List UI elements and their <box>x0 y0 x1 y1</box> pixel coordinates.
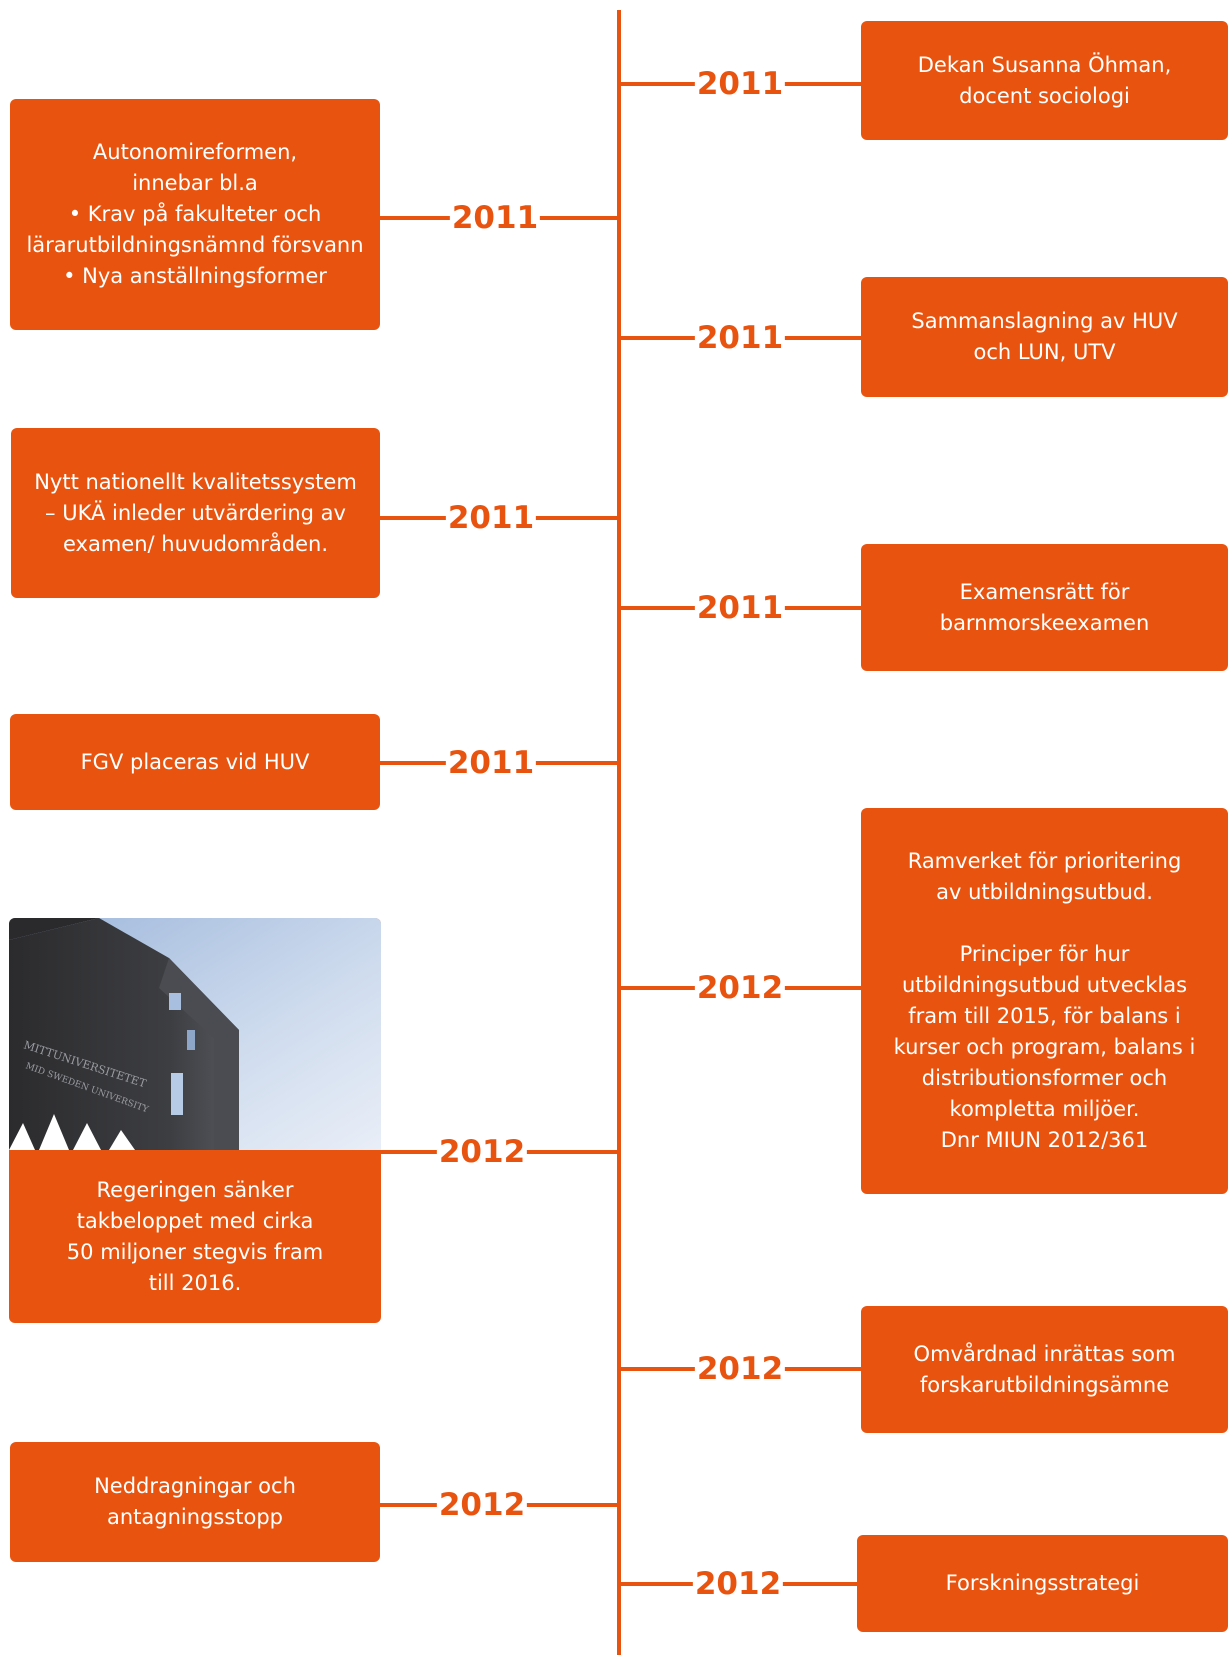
year-label: 2011 <box>694 66 786 102</box>
event-card-midwifery: Examensrätt för barnmorskeexamen <box>861 544 1228 671</box>
year-label: 2012 <box>692 1566 784 1602</box>
year-label: 2011 <box>694 590 786 626</box>
event-card-budget-cut: MITTUNIVERSITETET MID SWEDEN UNIVERSITY … <box>9 918 381 1323</box>
year-label: 2011 <box>694 320 786 356</box>
event-text: Omvårdnad inrättas som <box>913 1341 1176 1366</box>
event-text: och LUN, UTV <box>973 340 1116 364</box>
event-text: utbildningsutbud utvecklas <box>901 973 1188 997</box>
year-label: 2012 <box>694 1351 786 1387</box>
building-illustration: MITTUNIVERSITETET MID SWEDEN UNIVERSITY <box>9 918 381 1150</box>
event-text: Examensrätt för <box>959 579 1130 604</box>
event-text: lärarutbildningsnämnd försvann <box>26 233 364 257</box>
event-text: • Krav på fakulteter och <box>68 202 322 226</box>
event-text: antagningsstopp <box>106 1505 284 1529</box>
event-text: FGV placeras vid HUV <box>80 749 310 774</box>
event-text: Dnr MIUN 2012/361 <box>940 1128 1149 1152</box>
event-text: – UKÄ inleder utvärdering av <box>45 500 346 525</box>
event-card-research-strategy: Forskningsstrategi <box>857 1535 1228 1632</box>
event-text: innebar bl.a <box>132 171 258 195</box>
event-text-block: Regeringen sänker takbeloppet med cirka … <box>9 1150 381 1323</box>
event-text: distributionsformer och <box>921 1066 1168 1090</box>
event-text: docent sociologi <box>959 83 1130 108</box>
year-label: 2011 <box>449 200 541 236</box>
year-label: 2011 <box>445 500 537 536</box>
event-text: Forskningsstrategi <box>945 1571 1140 1595</box>
event-text: takbeloppet med cirka <box>76 1208 314 1233</box>
event-card-quality-system: Nytt nationellt kvalitetssystem – UKÄ in… <box>11 428 380 598</box>
year-label: 2012 <box>436 1487 528 1523</box>
event-text: Regeringen sänker <box>96 1177 294 1202</box>
event-text: till 2016. <box>148 1270 242 1295</box>
event-text: Neddragningar och <box>94 1474 296 1498</box>
event-text: av utbildningsutbud. <box>936 880 1153 904</box>
event-text: Autonomireformen, <box>92 140 298 164</box>
event-text: Principer för hur <box>959 942 1130 966</box>
event-card-autonomy-reform: Autonomireformen, innebar bl.a • Krav på… <box>10 99 380 330</box>
year-label: 2011 <box>445 745 537 781</box>
event-text: • Nya anställningsformer <box>63 264 327 288</box>
timeline-spine <box>617 10 621 1655</box>
event-text: kompletta miljöer. <box>949 1097 1140 1121</box>
year-label: 2012 <box>694 970 786 1006</box>
building-photo: MITTUNIVERSITETET MID SWEDEN UNIVERSITY <box>9 918 381 1150</box>
event-text: Dekan Susanna Öhman, <box>917 52 1172 77</box>
event-card-cutbacks: Neddragningar och antagningsstopp <box>10 1442 380 1562</box>
event-text: Ramverket för prioritering <box>907 849 1182 873</box>
event-text: examen/ huvudområden. <box>62 531 328 556</box>
event-text: 50 miljoner stegvis fram <box>66 1239 324 1264</box>
event-text: forskarutbildningsämne <box>919 1372 1170 1397</box>
event-card-dean: Dekan Susanna Öhman, docent sociologi <box>861 21 1228 140</box>
event-card-nursing: Omvårdnad inrättas som forskarutbildning… <box>861 1306 1228 1433</box>
event-text: kurser och program, balans i <box>893 1035 1196 1059</box>
event-text: fram till 2015, för balans i <box>908 1004 1181 1028</box>
event-card-fgv: FGV placeras vid HUV <box>10 714 380 810</box>
event-card-merger: Sammanslagning av HUV och LUN, UTV <box>861 277 1228 397</box>
event-card-framework: Ramverket för prioritering av utbildning… <box>861 808 1228 1194</box>
event-text: Sammanslagning av HUV <box>911 309 1178 333</box>
event-text: Nytt nationellt kvalitetssystem <box>34 469 357 494</box>
event-text: barnmorskeexamen <box>939 610 1150 635</box>
year-label: 2012 <box>436 1134 528 1170</box>
